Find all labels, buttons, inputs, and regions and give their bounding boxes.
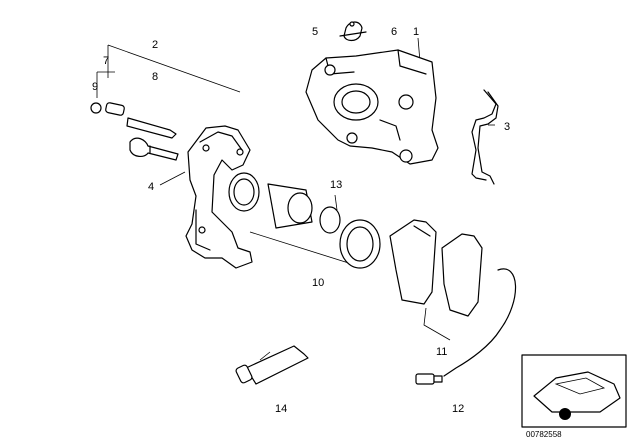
image-code: 00782558	[526, 430, 562, 439]
callout-2: 2	[152, 39, 158, 51]
callout-14: 14	[275, 403, 287, 415]
callout-11: 11	[436, 346, 447, 358]
grease-tube	[235, 345, 309, 385]
callout-10: 10	[312, 277, 324, 289]
caliper-housing	[305, 49, 439, 165]
piston-assembly	[228, 172, 381, 269]
callout-1: 1	[413, 26, 419, 38]
callout-3: 3	[504, 121, 510, 133]
callout-12: 12	[452, 403, 464, 415]
guide-pin-parts	[90, 102, 179, 161]
wear-sensor	[415, 268, 517, 385]
anti-rattle-spring	[471, 89, 499, 185]
callout-4: 4	[148, 181, 154, 193]
callout-13: 13	[330, 179, 342, 191]
callout-labels: 1 2 3 4 5 6 7 8 9 10 11 12 13 14 0078255…	[92, 26, 562, 439]
brake-pads	[389, 219, 483, 317]
callout-5: 5	[312, 26, 318, 38]
spring-clip	[339, 21, 367, 42]
callout-9: 9	[92, 81, 98, 93]
caliper-carrier	[185, 125, 253, 269]
callout-7: 7	[103, 55, 109, 67]
callout-8: 8	[152, 71, 158, 83]
callout-6: 6	[391, 26, 397, 38]
vehicle-inset	[521, 354, 627, 428]
